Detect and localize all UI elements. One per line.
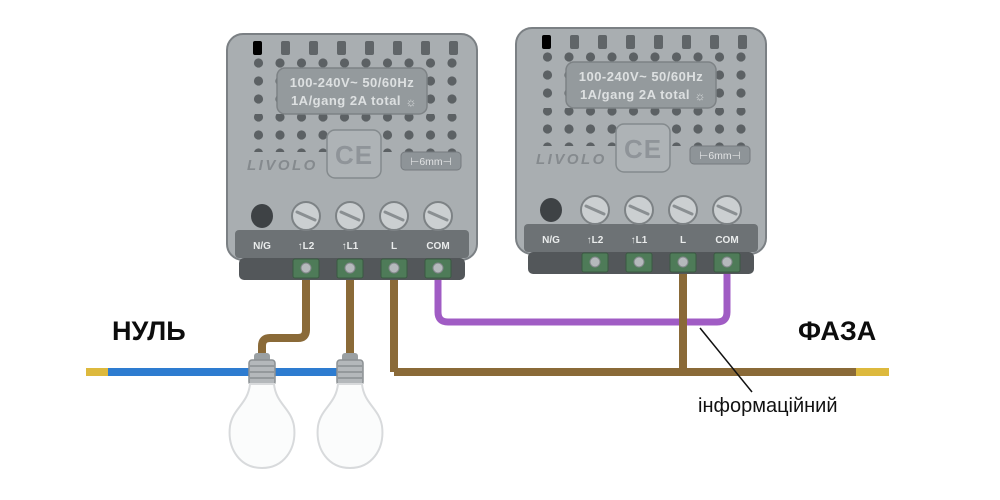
info-label: інформаційний	[698, 395, 838, 417]
phase-label: ФАЗА	[798, 316, 876, 346]
neutral-label: НУЛЬ	[112, 316, 186, 346]
info-pointer-line	[699, 327, 753, 393]
switch-module-left	[225, 32, 479, 282]
switch-module-right	[514, 26, 768, 276]
lamp1-wire	[258, 256, 310, 368]
info-wire	[434, 250, 731, 326]
wires	[86, 250, 889, 376]
